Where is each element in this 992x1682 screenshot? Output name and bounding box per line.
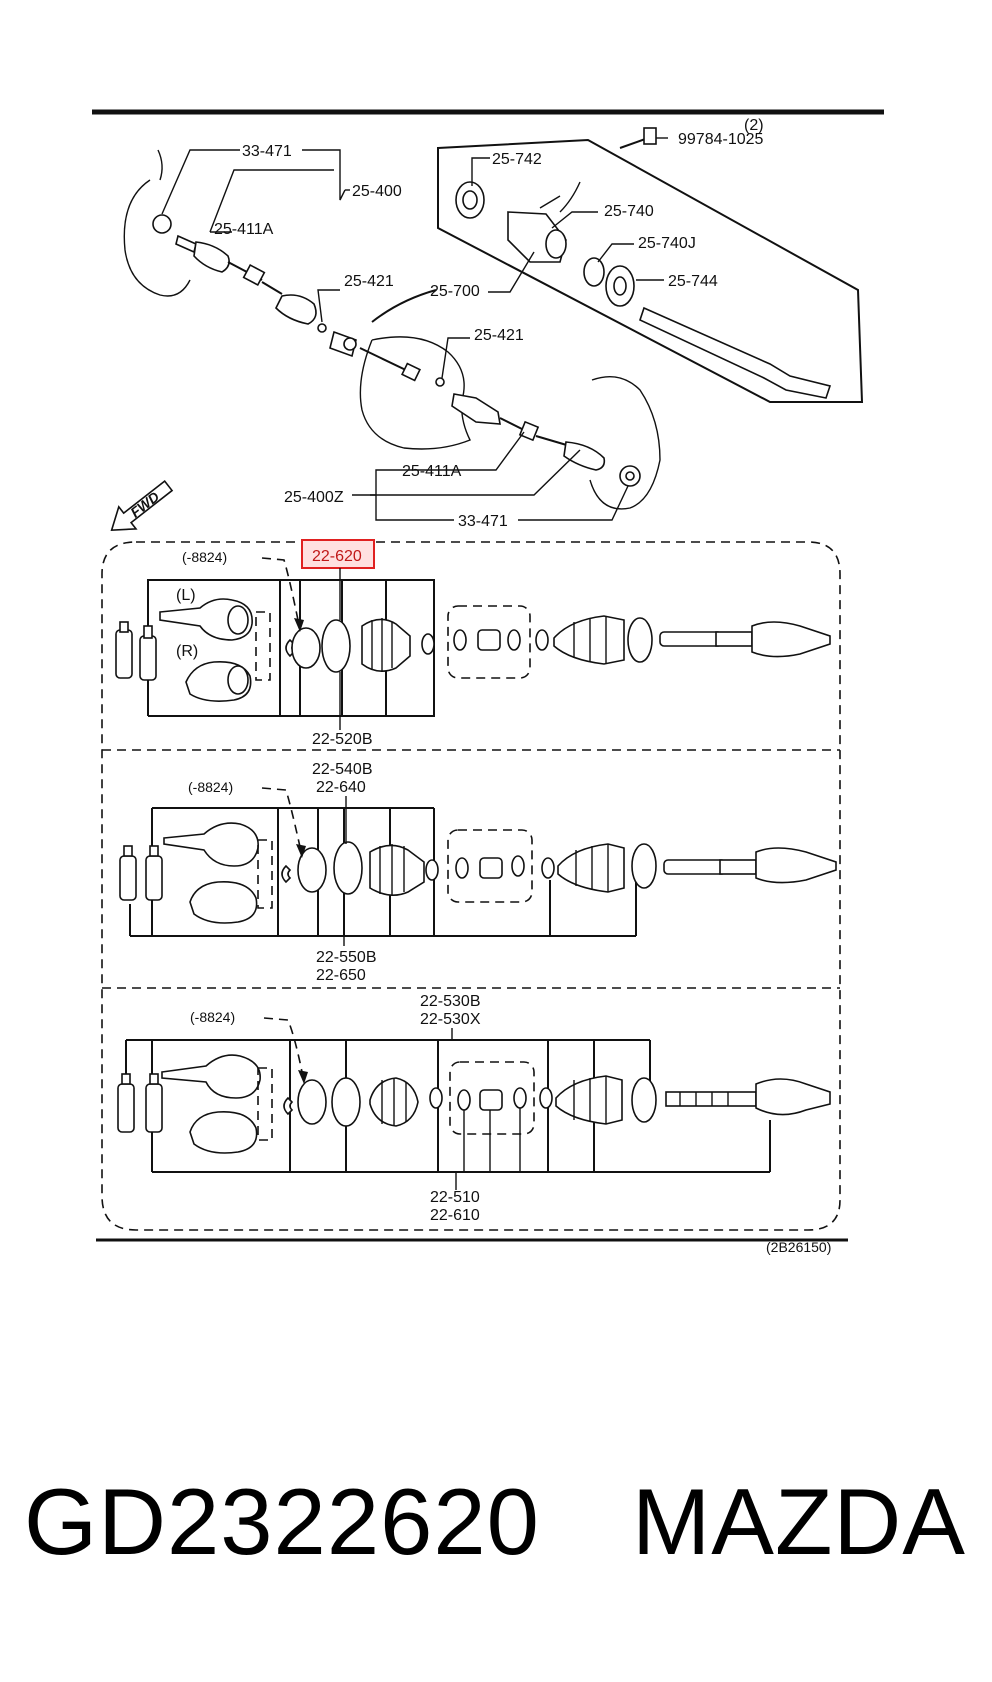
left-driveshaft [175,234,327,333]
label-25-700: 25-700 [430,283,480,300]
fwd-arrow: FWD [110,479,174,532]
transaxle-outline [359,336,471,450]
tag-right: (R) [176,643,198,660]
right-hub-outline [589,376,661,510]
intermediate-shaft [639,306,832,399]
label-22-650: 22-650 [316,967,366,984]
label-25-421-b: 25-421 [474,327,524,344]
bolt-99784 [619,127,657,149]
upper-labels: 33-471 25-400 25-411A 25-421 25-421 25-7… [214,117,764,530]
center-joint [329,330,445,387]
label-22-610: 22-610 [430,1207,480,1224]
panel-1: (L) (R) 22-620 (-8824) 22-520B [115,539,831,748]
left-hub-nut [152,214,172,234]
label-22-530x: 22-530X [420,1011,481,1028]
cv-boot [361,618,411,672]
range-p3: (-8824) [190,1009,235,1025]
panel-3: 22-530B 22-530X (-8824) 22-510 22-610 [117,993,831,1224]
label-22-540b: 22-540B [312,761,373,778]
label-33-471-bot: 33-471 [458,513,508,530]
range-p2: (-8824) [188,779,233,795]
label-quantity: (2) [744,117,764,134]
snap-ring [291,627,321,669]
range-p1: (-8824) [182,549,227,565]
part-25-740j [583,257,605,287]
left-hub-outline [123,179,191,297]
boot-band-22-620 [321,619,351,673]
intermediate-shaft-box [437,138,864,403]
label-22-550b: 22-550B [316,949,377,966]
brand-name: MAZDA [631,1469,966,1574]
label-33-471-top: 33-471 [242,143,292,160]
label-22-530b: 22-530B [420,993,481,1010]
label-25-740: 25-740 [604,203,654,220]
label-25-742: 25-742 [492,151,542,168]
tag-left: (L) [176,587,196,604]
label-99784-1025: 99784-1025 [678,131,764,148]
panel-2: 22-540B 22-640 (-8824) 22-550B 22-650 [119,761,837,984]
label-22-620: 22-620 [312,548,362,565]
label-22-520b: 22-520B [312,731,373,748]
kits-frame [101,541,841,1231]
caption: GD2322620 MAZDA [24,1468,966,1576]
part-number: GD2322620 [24,1469,540,1574]
label-25-400z: 25-400Z [284,489,344,506]
label-25-740j: 25-740J [638,235,696,252]
upper-assembly [123,127,864,510]
figure-code: (2B26150) [766,1239,831,1255]
label-25-400: 25-400 [352,183,402,200]
cv-joint-left [159,598,253,641]
highlight-22-620 [301,539,375,569]
label-22-640: 22-640 [316,779,366,796]
label-25-744: 25-744 [668,273,718,290]
right-driveshaft [451,393,606,471]
upper-leaders [161,137,668,521]
label-25-411a-bot: 25-411A [402,463,462,480]
label-22-510: 22-510 [430,1189,480,1206]
label-25-411a-top: 25-411A [214,221,274,238]
label-25-421-a: 25-421 [344,273,394,290]
